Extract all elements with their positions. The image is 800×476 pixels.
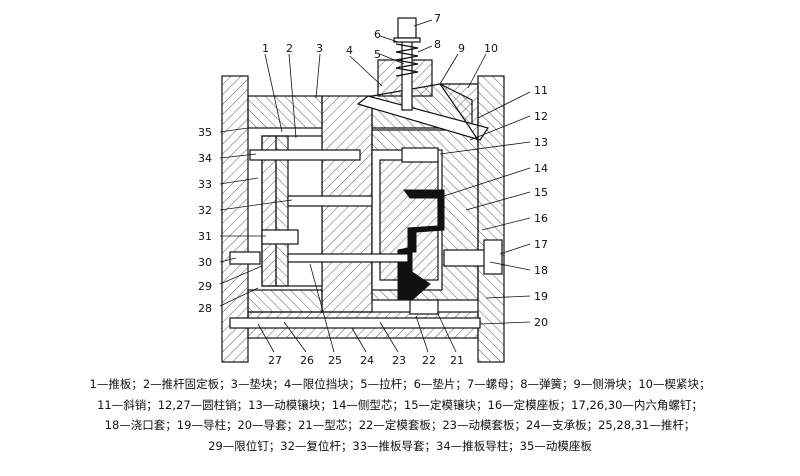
- callout-16: 16: [534, 212, 548, 225]
- callout-1: 1: [262, 42, 269, 55]
- angle-pin: [356, 95, 489, 141]
- right-clamp-plate: [477, 75, 505, 363]
- callout-11: 11: [534, 84, 548, 97]
- callout-30: 30: [198, 256, 212, 269]
- callout-17: 17: [534, 238, 548, 251]
- callout-6: 6: [374, 28, 381, 41]
- core-21: [409, 299, 439, 315]
- callout-13: 13: [534, 136, 548, 149]
- callout-14: 14: [534, 162, 548, 175]
- legend-line-4: 29—限位钉；32—复位杆；33—推板导套；34—推板导柱；35—动模座板: [208, 438, 592, 453]
- callout-20: 20: [534, 316, 548, 329]
- callout-28: 28: [198, 302, 212, 315]
- callout-9: 9: [458, 42, 465, 55]
- callout-19: 19: [534, 290, 548, 303]
- callout-34: 34: [198, 152, 212, 165]
- callout-numbers: 1 2 3 4 5 6 7 8 9 10 11 12 13 14 15 16 1…: [198, 12, 548, 367]
- callout-5: 5: [374, 48, 381, 61]
- bottom-support-block: [247, 289, 323, 313]
- callout-12: 12: [534, 110, 548, 123]
- legend-line-2: 11—斜销；12,27—圆柱销；13—动模镶块；14—侧型芯；15—定模镶块；1…: [97, 397, 703, 412]
- insert-13: [401, 147, 439, 163]
- screw-30: [229, 251, 261, 265]
- nut: [397, 17, 417, 39]
- callout-23: 23: [392, 354, 406, 367]
- washer: [393, 37, 421, 43]
- leader-lines: [219, 19, 531, 353]
- callout-15: 15: [534, 186, 548, 199]
- screw-31: [261, 229, 299, 245]
- callout-4: 4: [346, 44, 353, 57]
- top-support-block: [247, 95, 323, 129]
- callout-7: 7: [434, 12, 441, 25]
- ejector-retainer-plate: [275, 135, 289, 287]
- wedge-block: [438, 83, 479, 142]
- callout-26: 26: [300, 354, 314, 367]
- callout-33: 33: [198, 178, 212, 191]
- callout-29: 29: [198, 280, 212, 293]
- ejector-pin-28: [287, 253, 409, 263]
- guide-bushing: [229, 317, 481, 329]
- callout-24: 24: [360, 354, 374, 367]
- left-clamp-plate: [221, 75, 249, 363]
- callout-25: 25: [328, 354, 342, 367]
- callout-2: 2: [286, 42, 293, 55]
- callout-32: 32: [198, 204, 212, 217]
- guide-pin-34: [249, 149, 361, 161]
- callout-10: 10: [484, 42, 498, 55]
- screw-17: [483, 239, 503, 275]
- pins-and-rods: [229, 147, 503, 329]
- legend-line-3: 18—浇口套；19—导柱；20—导套；21—型芯；22—定模套板；23—动模套板…: [104, 418, 696, 432]
- callout-8: 8: [434, 38, 441, 51]
- parts-legend: 1—推板；2—推杆固定板；3—垫块；4—限位挡块；5—拉杆；6—垫片；7—螺母；…: [0, 374, 800, 456]
- legend-line-1: 1—推板；2—推杆固定板；3—垫块；4—限位挡块；5—拉杆；6—垫片；7—螺母；…: [89, 377, 711, 391]
- spring: [395, 43, 419, 77]
- callout-22: 22: [422, 354, 436, 367]
- callout-3: 3: [316, 42, 323, 55]
- mold-assembly-diagram: 1 2 3 4 5 6 7 8 9 10 11 12 13 14 15 16 1…: [198, 12, 548, 367]
- callout-35: 35: [198, 126, 212, 139]
- callout-31: 31: [198, 230, 212, 243]
- callout-18: 18: [534, 264, 548, 277]
- callout-21: 21: [450, 354, 464, 367]
- reset-rod: [287, 195, 373, 207]
- callout-27: 27: [268, 354, 282, 367]
